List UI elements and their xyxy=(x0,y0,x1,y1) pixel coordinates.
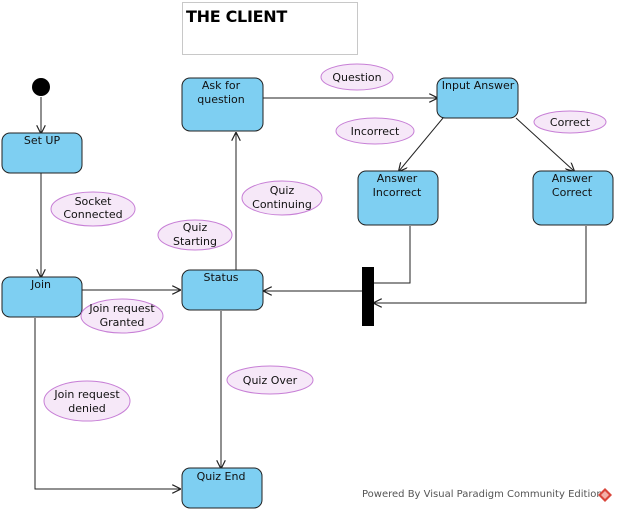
state-input-answer-label: Input Answer xyxy=(442,79,515,92)
note-quiz-starting-line1: Quiz xyxy=(183,221,208,234)
transitions xyxy=(34,97,587,489)
state-answer-correct-line1: Answer xyxy=(552,172,593,185)
note-quiz-continuing: Quiz Continuing xyxy=(241,180,323,216)
note-socket-connected: Socket Connected xyxy=(50,191,136,227)
note-incorrect-text: Incorrect xyxy=(351,125,400,138)
state-answer-incorrect-line1: Answer xyxy=(377,172,418,185)
join-bar xyxy=(362,267,374,326)
state-join: Join xyxy=(1,276,83,318)
state-ask-label-line1: Ask for xyxy=(202,79,241,92)
state-setup-label: Set UP xyxy=(24,134,61,147)
edge-join-quiz-end xyxy=(34,318,180,489)
edge-incorrect-join-bar xyxy=(364,226,411,283)
note-quiz-continuing-line2: Continuing xyxy=(252,198,312,211)
note-join-request-denied-line2: denied xyxy=(68,402,106,415)
note-quiz-over-text: Quiz Over xyxy=(243,374,298,387)
state-setup: Set UP xyxy=(1,132,83,174)
note-join-request-granted-line2: Granted xyxy=(100,316,145,329)
note-join-request-denied-line1: Join request xyxy=(53,388,120,401)
note-socket-connected-line1: Socket xyxy=(75,195,113,208)
note-quiz-continuing-line1: Quiz xyxy=(270,184,295,197)
note-correct: Correct xyxy=(533,110,607,134)
state-input-answer: Input Answer xyxy=(436,77,519,119)
note-join-request-granted-line1: Join request xyxy=(88,302,155,315)
edge-correct-join-bar xyxy=(374,226,587,303)
visual-paradigm-logo-icon xyxy=(598,488,612,502)
note-join-request-denied: Join request denied xyxy=(43,380,131,422)
note-socket-connected-line2: Connected xyxy=(63,208,122,221)
state-answer-incorrect: Answer Incorrect xyxy=(357,170,439,226)
state-answer-correct-line2: Correct xyxy=(552,186,593,199)
note-quiz-starting: Quiz Starting xyxy=(157,219,233,251)
initial-node xyxy=(32,78,50,96)
note-join-request-granted: Join request Granted xyxy=(80,298,164,334)
state-ask-for-question: Ask for question xyxy=(181,77,264,132)
diagram-title-box: THE CLIENT xyxy=(182,2,358,55)
diagram-title: THE CLIENT xyxy=(186,7,287,26)
state-status-label: Status xyxy=(203,271,238,284)
note-quiz-starting-line2: Starting xyxy=(173,235,217,248)
state-join-label: Join xyxy=(30,278,51,291)
footer-credit: Powered By Visual Paradigm Community Edi… xyxy=(362,489,603,500)
note-question-text: Question xyxy=(332,71,381,84)
note-question: Question xyxy=(320,63,394,91)
state-answer-correct: Answer Correct xyxy=(532,170,614,226)
edge-input-correct xyxy=(515,117,574,171)
note-quiz-over: Quiz Over xyxy=(226,365,314,395)
state-status: Status xyxy=(181,269,264,311)
state-quiz-end-label: Quiz End xyxy=(197,470,246,483)
state-ask-label-line2: question xyxy=(197,93,245,106)
state-answer-incorrect-line2: Incorrect xyxy=(373,186,422,199)
note-incorrect: Incorrect xyxy=(335,117,415,145)
note-correct-text: Correct xyxy=(550,116,591,129)
edge-input-incorrect xyxy=(399,117,444,171)
state-quiz-end: Quiz End xyxy=(181,467,263,509)
